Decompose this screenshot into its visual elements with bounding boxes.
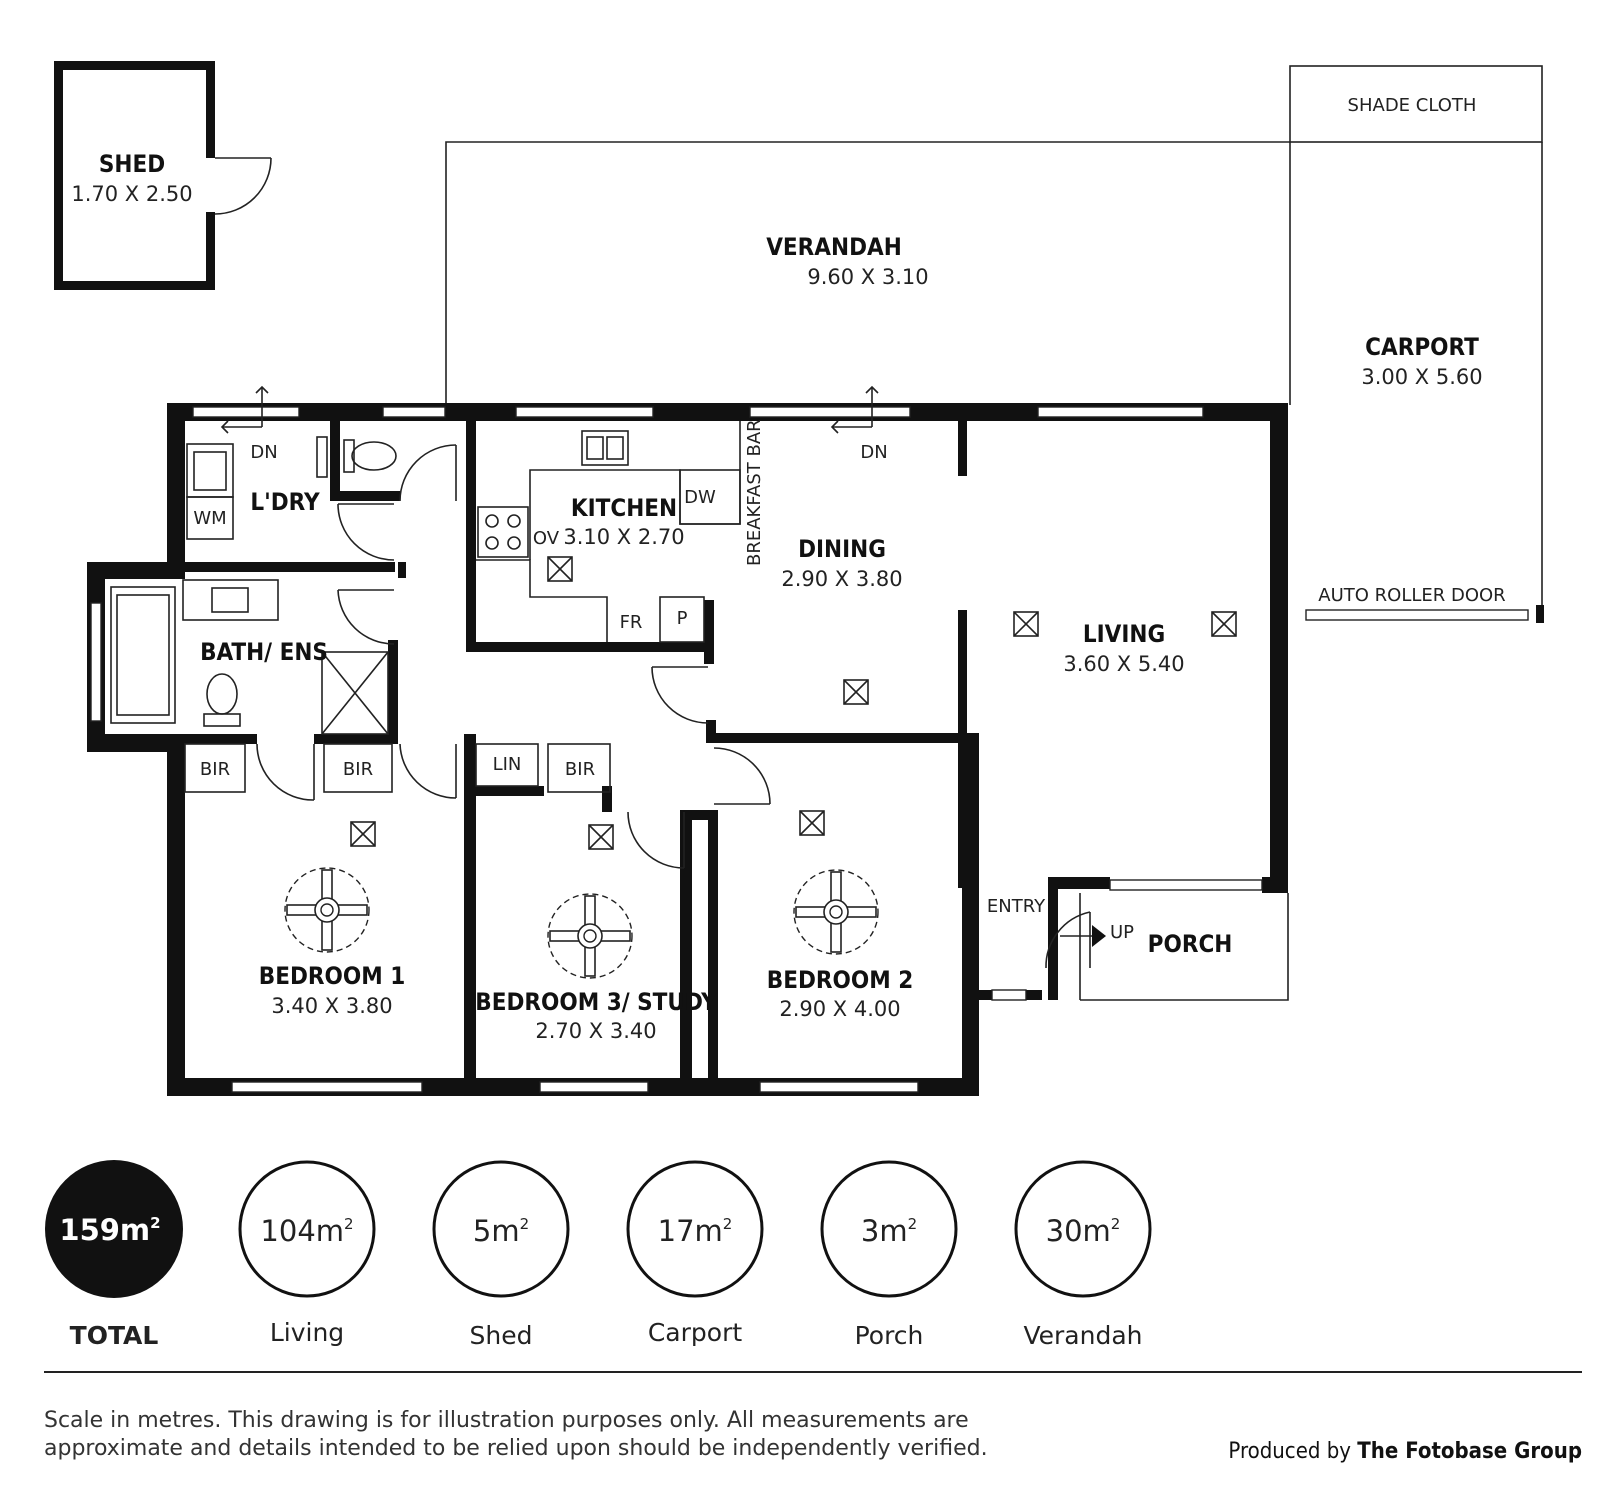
pantry-label: P [677, 608, 688, 629]
area-label: Living [270, 1318, 344, 1347]
area-total: 159m2 TOTAL [45, 1160, 183, 1350]
area-circle [1014, 1160, 1152, 1298]
house-walls [87, 403, 1288, 1096]
producer-credit: Produced by The Fotobase Group [1228, 1439, 1582, 1464]
linen-label: LIN [493, 754, 522, 775]
ceiling-fan-icon [793, 869, 879, 955]
kitchen-dims: 3.10 X 2.70 [563, 525, 684, 549]
dn-arrow-icon [830, 385, 879, 434]
entry-name: ENTRY [987, 896, 1046, 917]
area-value: 30m2 [1046, 1214, 1121, 1248]
shade-cloth-label: SHADE CLOTH [1348, 95, 1477, 116]
storage-outlines [184, 743, 611, 793]
area-circle [626, 1160, 764, 1298]
bedroom1-name: BEDROOM 1 [259, 962, 406, 990]
area-label: Shed [470, 1321, 533, 1350]
entry-door [1045, 911, 1106, 969]
bedroom3-name: BEDROOM 3/ STUDY [475, 988, 717, 1016]
verandah-outline [445, 141, 1290, 405]
area-total-value: 159m2 [59, 1213, 160, 1247]
bedroom1-dims: 3.40 X 3.80 [271, 994, 392, 1018]
up-arrow-icon [1092, 925, 1106, 947]
area-value: 3m2 [861, 1214, 917, 1248]
carport-dims: 3.00 X 5.60 [1361, 365, 1482, 389]
bir-label: BIR [200, 759, 230, 780]
ceiling-fan-icon [547, 893, 633, 979]
laundry-fixtures [186, 436, 328, 540]
kitchen-name: KITCHEN [571, 494, 677, 522]
carport-name: CARPORT [1365, 333, 1479, 361]
toilet-icon [343, 439, 397, 473]
ceiling-fan-icon [284, 867, 370, 953]
bedroom2-dims: 2.90 X 4.00 [779, 997, 900, 1021]
shed-name: SHED [99, 150, 165, 178]
porch-name: PORCH [1148, 930, 1233, 958]
bath-name: BATH/ ENS [200, 638, 328, 666]
shed-outline [54, 61, 272, 290]
auto-roller-door-label: AUTO ROLLER DOOR [1318, 585, 1505, 606]
area-circle [820, 1160, 958, 1298]
porch-outline [1079, 893, 1289, 1001]
area-circle [238, 1160, 376, 1298]
dining-name: DINING [798, 535, 886, 563]
doors [256, 444, 771, 869]
area-label: Verandah [1023, 1321, 1142, 1350]
area-circle [432, 1160, 570, 1298]
verandah-dims: 9.60 X 3.10 [807, 265, 928, 289]
area-value: 17m2 [658, 1214, 733, 1248]
disclaimer-line2: approximate and details intended to be r… [44, 1436, 988, 1461]
dishwasher-label: DW [684, 487, 716, 508]
breakfast-bar-label: BREAKFAST BAR [744, 419, 765, 566]
interior-walls [185, 421, 972, 1078]
bir-label: BIR [343, 759, 373, 780]
dn-label: DN [860, 442, 887, 463]
bedroom3-dims: 2.70 X 3.40 [535, 1019, 656, 1043]
shed-dims: 1.70 X 2.50 [71, 182, 192, 206]
area-value: 104m2 [260, 1214, 353, 1248]
dn-label: DN [250, 442, 277, 463]
area-label: Carport [648, 1318, 742, 1347]
area-value: 5m2 [473, 1214, 529, 1248]
disclaimer-line1: Scale in metres. This drawing is for ill… [44, 1408, 969, 1433]
toilet-icon [203, 673, 241, 727]
bedroom2-name: BEDROOM 2 [767, 966, 914, 994]
living-name: LIVING [1083, 620, 1165, 648]
bir-label: BIR [565, 759, 595, 780]
carport-outline [1289, 65, 1544, 623]
area-total-label: TOTAL [70, 1321, 159, 1350]
dining-dims: 2.90 X 3.80 [781, 567, 902, 591]
living-dims: 3.60 X 5.40 [1063, 652, 1184, 676]
oven-label: OV [533, 528, 560, 549]
bath-fixtures [110, 579, 389, 735]
area-label: Porch [855, 1321, 924, 1350]
kitchen-fixtures [476, 421, 741, 643]
washing-machine-label: WM [193, 508, 226, 529]
verandah-name: VERANDAH [766, 233, 902, 261]
light-fixture-icon [350, 611, 1237, 850]
fridge-label: FR [620, 612, 643, 633]
laundry-name: L'DRY [250, 488, 320, 516]
up-label: UP [1110, 922, 1134, 943]
dn-arrow-icon [220, 385, 269, 434]
